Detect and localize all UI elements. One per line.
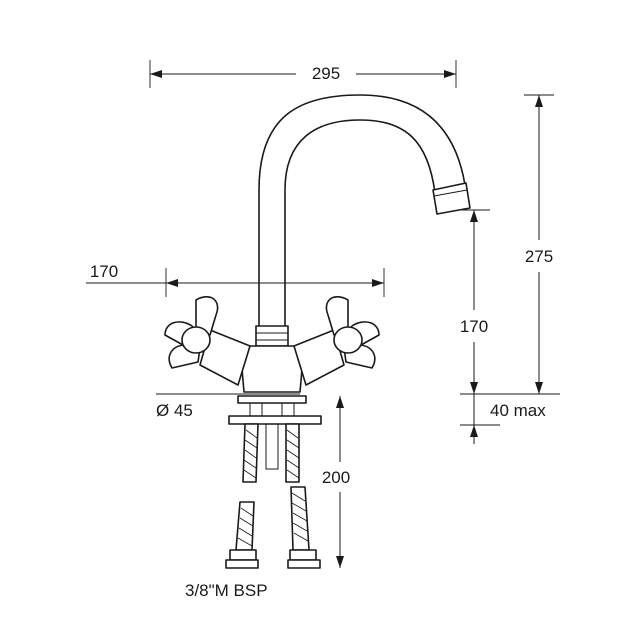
dim-base-diameter: Ø 45 [156,393,300,420]
connection-label: 3/8"M BSP [185,581,268,600]
dim-overall-width: 295 [149,60,457,88]
right-handle [293,296,380,386]
tap-illustration [164,94,471,569]
dim-label-diameter-45: Ø 45 [156,401,193,420]
dim-hose-length: 200 [322,396,350,568]
left-handle [164,296,251,386]
hose-fittings [225,549,321,569]
dim-handle-span: 170 [86,262,385,297]
dim-total-height: 275 [524,94,554,395]
dim-label-295: 295 [312,64,340,83]
dim-deck-thickness: 40 max [460,393,560,444]
flexible-hoses [235,423,310,551]
dim-label-170-horizontal: 170 [90,262,118,281]
spout [258,94,471,331]
dim-label-40-max: 40 max [490,401,546,420]
tap-body [239,325,305,393]
mounting-hardware [228,395,322,425]
dim-label-200: 200 [322,468,350,487]
dim-spout-height: 170 [460,209,490,394]
dim-label-170-vertical: 170 [460,317,488,336]
dim-label-275: 275 [525,247,553,266]
